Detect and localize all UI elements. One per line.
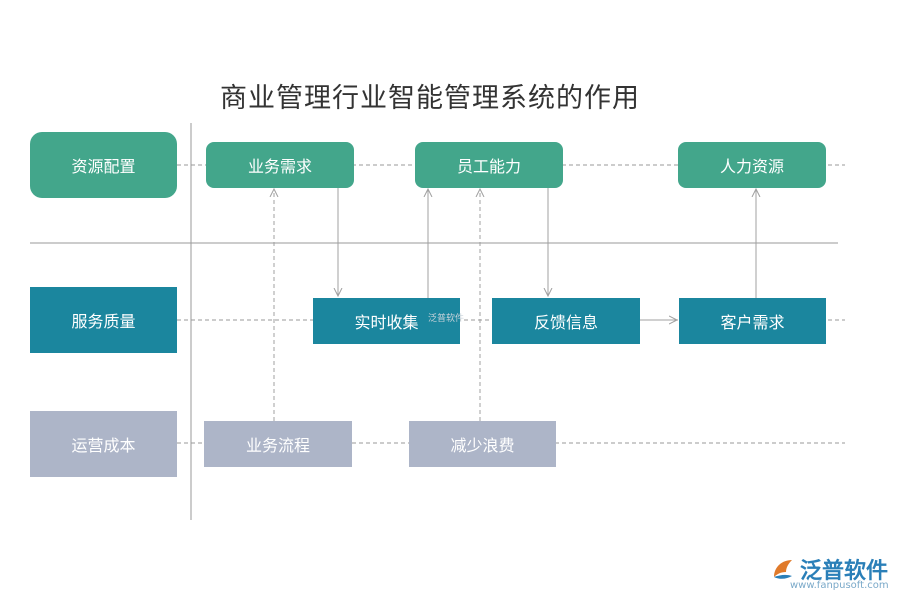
row-label-resource: 资源配置 bbox=[30, 132, 177, 198]
brand-logo: 泛普软件 bbox=[770, 553, 888, 585]
node-staff-ability: 员工能力 bbox=[415, 142, 563, 188]
node-customer-demand: 客户需求 bbox=[679, 298, 826, 344]
node-reduce-waste: 减少浪费 bbox=[409, 421, 556, 467]
page-title: 商业管理行业智能管理系统的作用 bbox=[220, 83, 640, 114]
node-business-demand: 业务需求 bbox=[206, 142, 354, 188]
logo-url: www.fanpusoft.com bbox=[790, 580, 889, 591]
fanpu-logo-icon bbox=[774, 560, 792, 579]
node-realtime-collect: 实时收集 bbox=[313, 298, 460, 344]
row-label-service: 服务质量 bbox=[30, 287, 177, 353]
node-human-resource: 人力资源 bbox=[678, 142, 826, 188]
node-feedback-info: 反馈信息 bbox=[492, 298, 640, 344]
logo-text: 泛普软件 bbox=[800, 559, 889, 584]
watermark: 泛普软件 bbox=[428, 314, 465, 324]
node-business-process: 业务流程 bbox=[204, 421, 352, 467]
row-label-cost: 运营成本 bbox=[30, 411, 177, 477]
